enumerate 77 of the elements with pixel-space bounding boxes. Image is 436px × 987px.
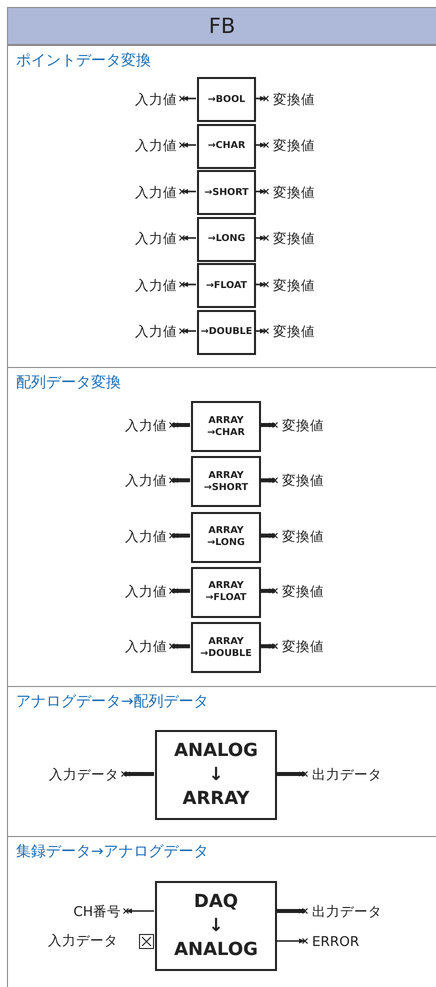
function-block: ARRAY →SHORT	[191, 456, 261, 508]
function-block: →DOUBLE	[197, 310, 256, 354]
signal-label: 入力値	[101, 472, 167, 490]
section-panel	[7, 836, 436, 987]
connector-line	[168, 588, 190, 594]
connector-line	[168, 643, 190, 650]
section-panel	[7, 367, 436, 686]
function-block: →SHORT	[197, 170, 256, 215]
connector-line	[276, 908, 308, 914]
connector-line	[168, 532, 190, 539]
signal-label: 変換値	[282, 417, 348, 435]
signal-label: 入力データ	[21, 766, 119, 784]
signal-label: 入力値	[111, 90, 177, 108]
connector-line	[255, 188, 270, 195]
function-block: ARRAY →CHAR	[191, 401, 261, 452]
connector-line	[168, 422, 190, 428]
connector-line	[276, 770, 308, 778]
signal-label: 変換値	[273, 137, 339, 155]
signal-label: 入力値	[111, 323, 177, 341]
function-block: →FLOAT	[197, 263, 256, 308]
connector-line	[260, 588, 278, 594]
connector-line	[260, 477, 278, 484]
section-heading: 配列データ変換	[16, 373, 121, 392]
connector-line	[260, 422, 278, 428]
connector-line	[120, 770, 154, 778]
connector-line	[178, 188, 196, 195]
signal-label: 入力値	[101, 417, 167, 435]
function-block: ANALOG ↓ ARRAY	[155, 730, 277, 820]
connector-line	[178, 142, 196, 148]
connector-line	[178, 281, 196, 288]
signal-label: 変換値	[273, 323, 339, 341]
signal-label: 変換値	[282, 528, 348, 546]
signal-label: 入力データ	[47, 932, 118, 950]
section-panel	[7, 686, 436, 836]
connector-line	[255, 281, 270, 288]
connector-line	[276, 938, 308, 944]
function-block: →BOOL	[197, 77, 256, 122]
signal-label: 変換値	[282, 472, 348, 490]
signal-label: 入力値	[111, 184, 177, 202]
signal-label: 入力値	[101, 582, 167, 601]
signal-label: 入力値	[111, 276, 177, 294]
section-panel	[7, 45, 436, 367]
connector-line	[255, 142, 270, 148]
section-heading: 集録データ→アナログデータ	[16, 842, 209, 861]
connector-line	[178, 328, 196, 334]
section-heading: ポイントデータ変換	[16, 51, 151, 70]
signal-label: 変換値	[282, 638, 348, 656]
connector-line	[178, 95, 196, 102]
signal-label: 変換値	[282, 582, 348, 601]
title-bar: FB	[7, 7, 436, 45]
section-heading: アナログデータ→配列データ	[16, 692, 209, 711]
signal-label: 変換値	[273, 184, 339, 202]
function-block: DAQ ↓ ANALOG	[155, 881, 277, 971]
function-block: →CHAR	[197, 124, 256, 168]
function-block: →LONG	[197, 216, 256, 262]
connector-line	[122, 908, 154, 914]
connector-line	[255, 328, 270, 334]
signal-label: CH番号	[41, 903, 121, 921]
connector-line	[255, 234, 270, 242]
signal-label: 変換値	[273, 276, 339, 294]
connector-line	[255, 95, 270, 102]
function-block: ARRAY →DOUBLE	[191, 622, 261, 674]
signal-label: 入力値	[101, 528, 167, 546]
signal-label: 変換値	[273, 230, 339, 248]
function-block: ARRAY →FLOAT	[191, 566, 261, 618]
connector-line	[260, 643, 278, 650]
signal-label: 入力値	[111, 137, 177, 155]
signal-label: 出力データ	[312, 766, 402, 784]
signal-label: 変換値	[273, 90, 339, 108]
signal-label: 出力データ	[312, 903, 402, 921]
connector-line	[178, 234, 196, 242]
signal-label: ERROR	[312, 933, 392, 951]
signal-label: 入力値	[101, 638, 167, 656]
function-block: ARRAY →LONG	[191, 512, 261, 563]
connector-line	[260, 532, 278, 539]
signal-label: 入力値	[111, 230, 177, 248]
connector-line	[168, 477, 190, 484]
